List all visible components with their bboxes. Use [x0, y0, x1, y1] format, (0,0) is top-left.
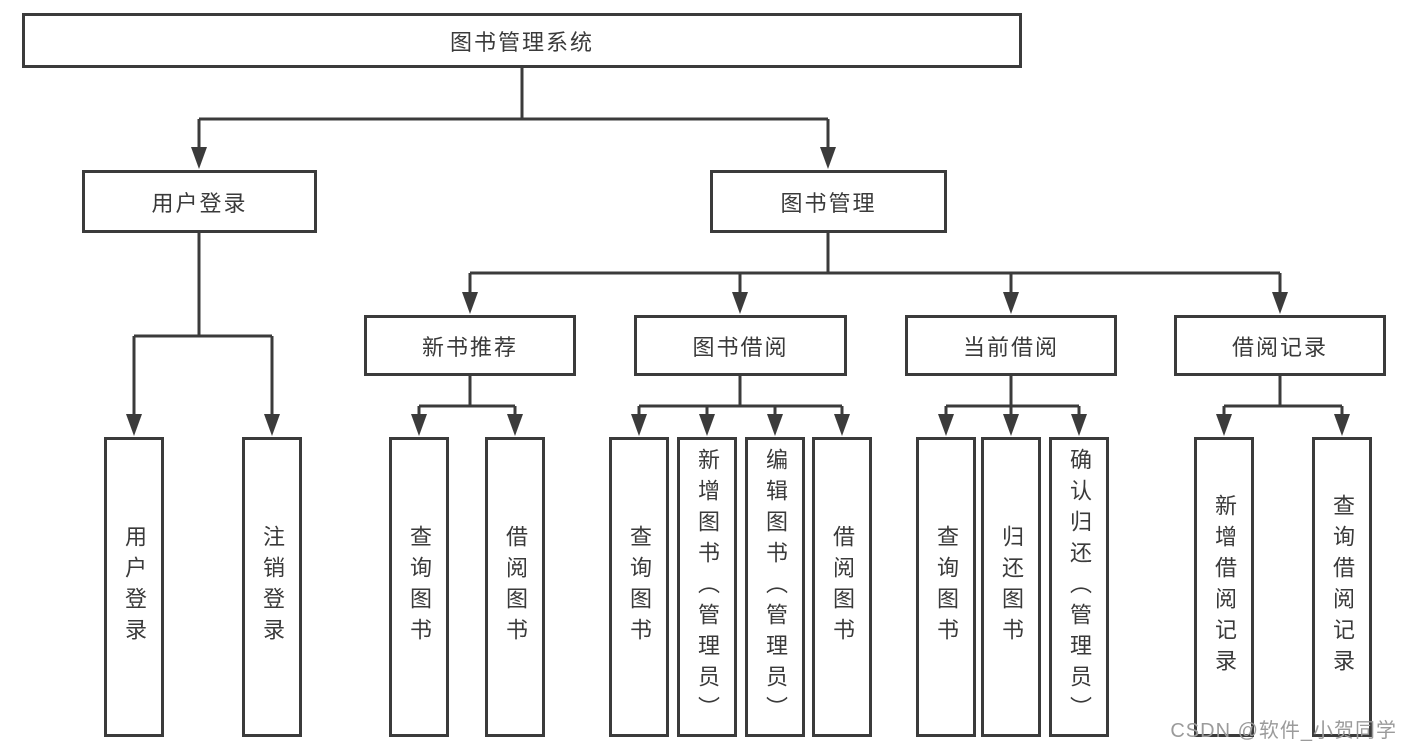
leaf-query-books-current: 查询图书	[916, 437, 976, 737]
leaf-user-login: 用户登录	[104, 437, 164, 737]
leaf-add-book-admin: 新增图书（管理员）	[677, 437, 737, 737]
leaf-logout: 注销登录	[242, 437, 302, 737]
node-new-book-recommendation: 新书推荐	[364, 315, 576, 376]
arrowheads	[126, 147, 1350, 436]
leaf-query-books-recommend: 查询图书	[389, 437, 449, 737]
leaf-confirm-return-admin: 确认归还（管理员）	[1049, 437, 1109, 737]
node-user-login-branch: 用户登录	[82, 170, 317, 233]
node-library-management-system: 图书管理系统	[22, 13, 1022, 68]
node-book-management-branch: 图书管理	[710, 170, 947, 233]
leaf-borrow-books-borrowing: 借阅图书	[812, 437, 872, 737]
node-borrowing-records: 借阅记录	[1174, 315, 1386, 376]
csdn-watermark: CSDN @软件_小贺同学	[1170, 720, 1397, 742]
node-current-borrowing: 当前借阅	[905, 315, 1117, 376]
leaf-add-borrow-record: 新增借阅记录	[1194, 437, 1254, 737]
leaf-query-borrow-record: 查询借阅记录	[1312, 437, 1372, 737]
node-book-borrowing: 图书借阅	[634, 315, 847, 376]
leaf-query-books-borrowing: 查询图书	[609, 437, 669, 737]
leaf-borrow-books-recommend: 借阅图书	[485, 437, 545, 737]
leaf-edit-book-admin: 编辑图书（管理员）	[745, 437, 805, 737]
leaf-return-book: 归还图书	[981, 437, 1041, 737]
